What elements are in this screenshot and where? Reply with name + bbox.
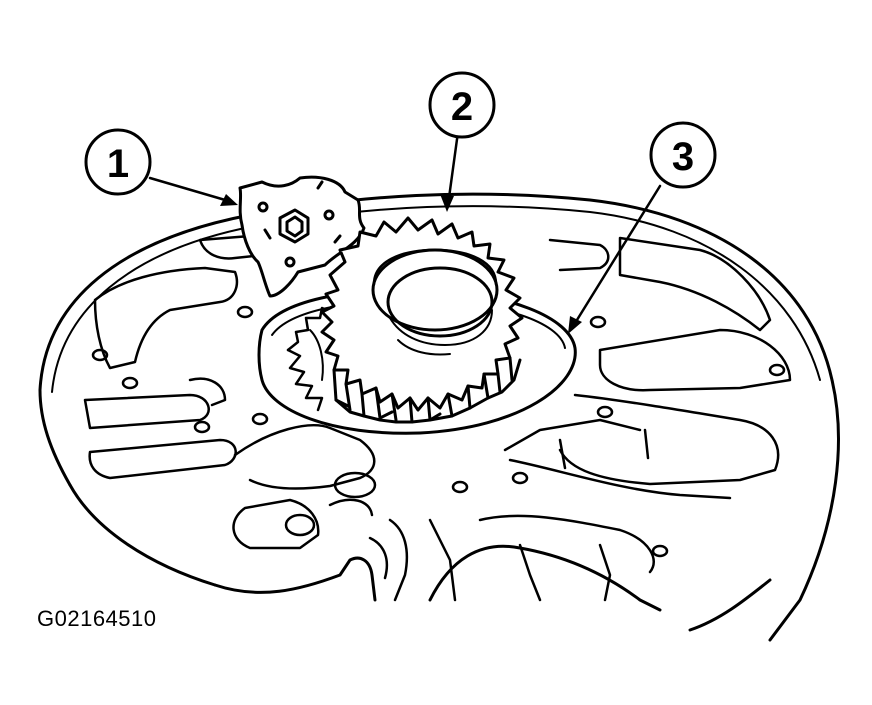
leader-lines: [148, 130, 662, 330]
figure-code: G02164510: [37, 606, 157, 631]
fluid-passages: [83, 230, 792, 602]
callout-2: 2: [428, 71, 496, 139]
callout-1-number: 1: [107, 142, 129, 186]
callout-1: 1: [84, 128, 152, 196]
callout-2-number: 2: [451, 85, 473, 129]
leader-arrowheads: [220, 194, 582, 334]
drive-gear: [320, 216, 524, 424]
stator-piece: [238, 175, 366, 298]
callout-3-number: 3: [672, 135, 694, 179]
bolt-holes: [91, 305, 786, 558]
callout-3: 3: [649, 121, 717, 189]
